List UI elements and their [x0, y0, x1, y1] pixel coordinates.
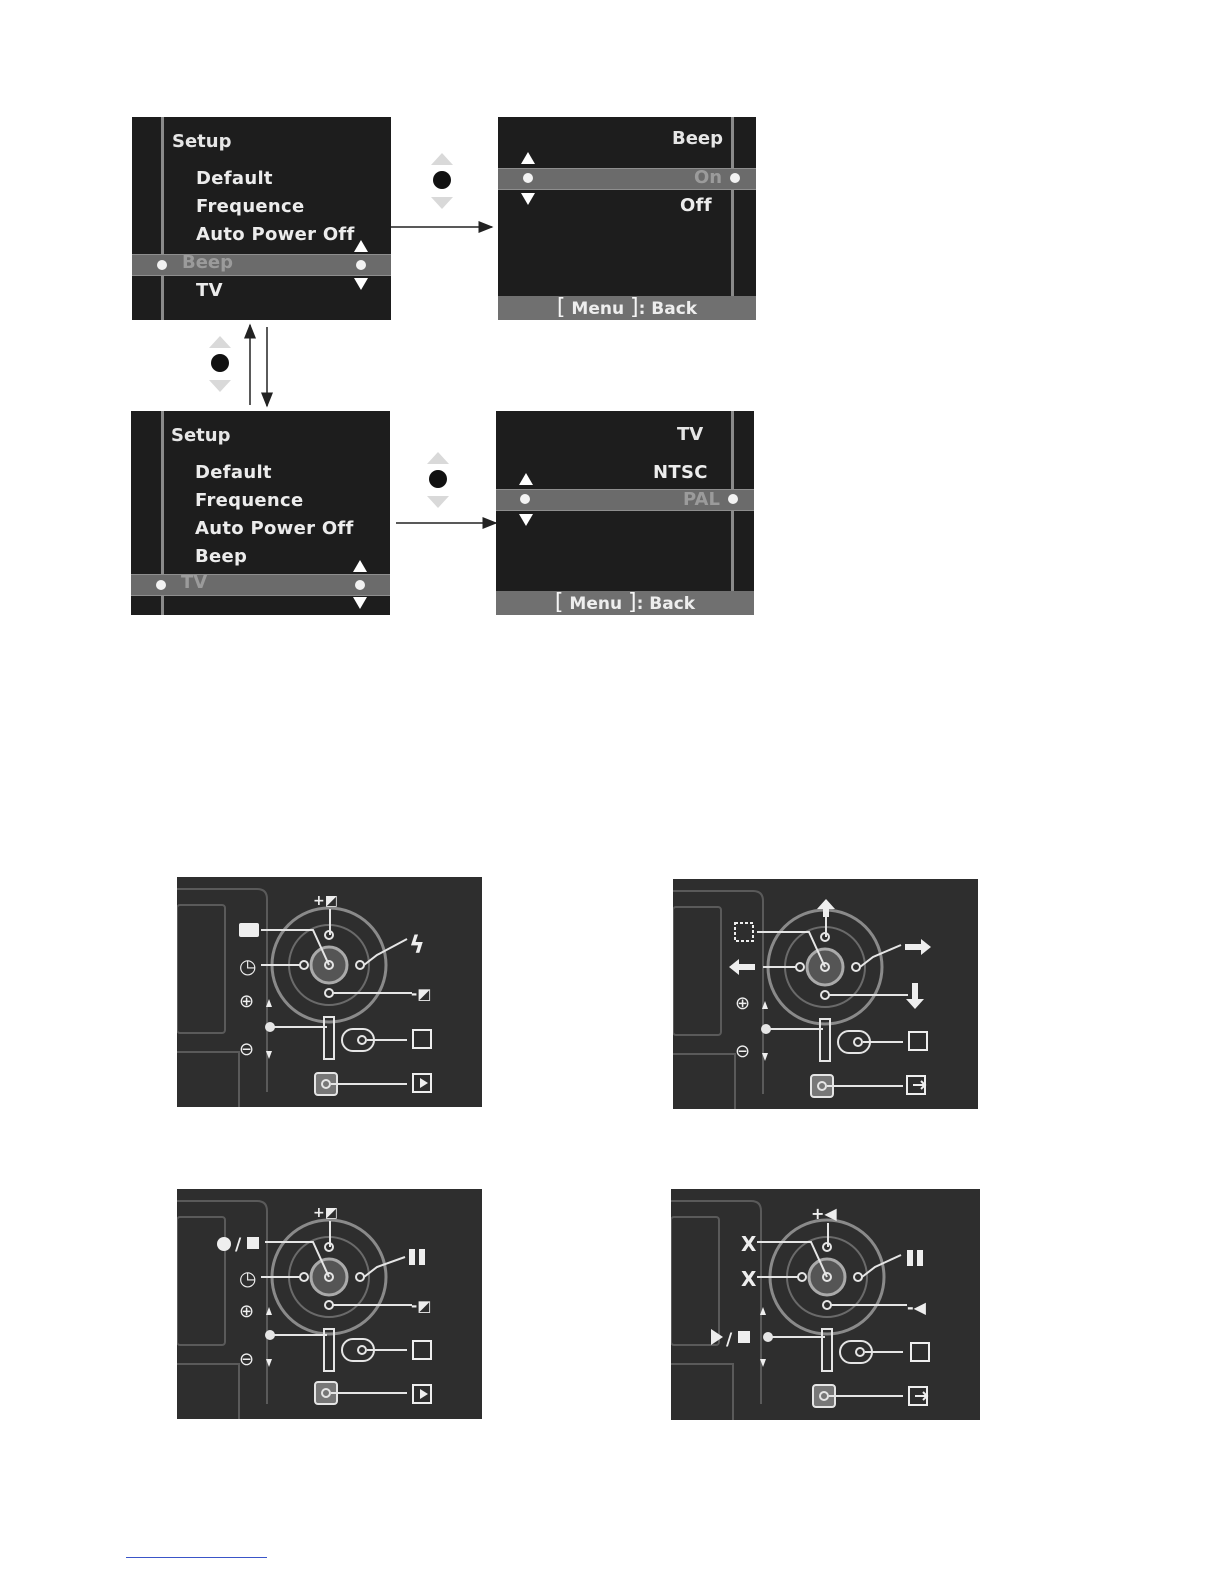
disabled-x-icon: X — [741, 1232, 757, 1256]
svg-text:/: / — [726, 1330, 733, 1350]
zoom-in-icon: ⊕ — [735, 993, 750, 1014]
exposure-minus-icon: -◩ — [411, 985, 431, 1003]
zoom-out-icon: ⊖ — [239, 1039, 254, 1060]
menu-icon — [909, 1032, 927, 1050]
exposure-plus-icon: +◩ — [313, 893, 338, 909]
video-playback-mode-diagram: +◀︎ X X / -◀︎ — [671, 1189, 980, 1420]
flow-arrows — [0, 0, 1224, 700]
capture-mode-diagram: +◩ ◷ ⊕ ⊖ ϟ -◩ — [177, 877, 482, 1107]
arrow-down-icon — [906, 983, 924, 1009]
zoom-out-icon: ⊖ — [735, 1041, 750, 1062]
svg-text:/: / — [235, 1235, 242, 1255]
camera-icon — [239, 923, 259, 937]
arrow-right-icon — [905, 939, 931, 955]
arrow-left-icon — [729, 959, 755, 975]
self-timer-icon: ◷ — [239, 1266, 256, 1290]
self-timer-icon: ◷ — [239, 954, 256, 978]
zoom-in-icon: ⊕ — [239, 991, 254, 1012]
zoom-out-icon: ⊖ — [239, 1349, 254, 1370]
playback-mode-diagram: ⊕ ⊖ — [673, 879, 978, 1109]
volume-up-icon: +◀︎ — [811, 1204, 837, 1223]
menu-icon — [413, 1341, 431, 1359]
arrow-up-icon — [817, 899, 835, 917]
pause-icon — [409, 1249, 415, 1265]
footnote-divider — [126, 1557, 267, 1558]
thumbnail-icon — [735, 923, 753, 941]
video-mode-diagram: +◩ / ◷ ⊕ ⊖ -◩ — [177, 1189, 482, 1419]
control-panel-capture-mode: +◩ ◷ ⊕ ⊖ ϟ -◩ — [177, 877, 482, 1107]
exposure-minus-icon: -◩ — [411, 1297, 431, 1315]
pause-icon — [907, 1250, 913, 1266]
menu-icon — [413, 1030, 431, 1048]
play-stop-icon — [711, 1329, 723, 1345]
volume-down-icon: -◀︎ — [907, 1298, 927, 1317]
menu-icon — [911, 1343, 929, 1361]
control-panel-playback-mode: ⊕ ⊖ — [673, 879, 978, 1109]
control-panel-video-playback-mode: +◀︎ X X / -◀︎ — [671, 1189, 980, 1420]
zoom-in-icon: ⊕ — [239, 1301, 254, 1322]
flash-icon: ϟ — [409, 931, 425, 959]
control-panel-video-mode: +◩ / ◷ ⊕ ⊖ -◩ — [177, 1189, 482, 1419]
disabled-x-icon: X — [741, 1267, 757, 1291]
exposure-plus-icon: +◩ — [313, 1205, 338, 1221]
record-stop-icon — [217, 1237, 231, 1251]
